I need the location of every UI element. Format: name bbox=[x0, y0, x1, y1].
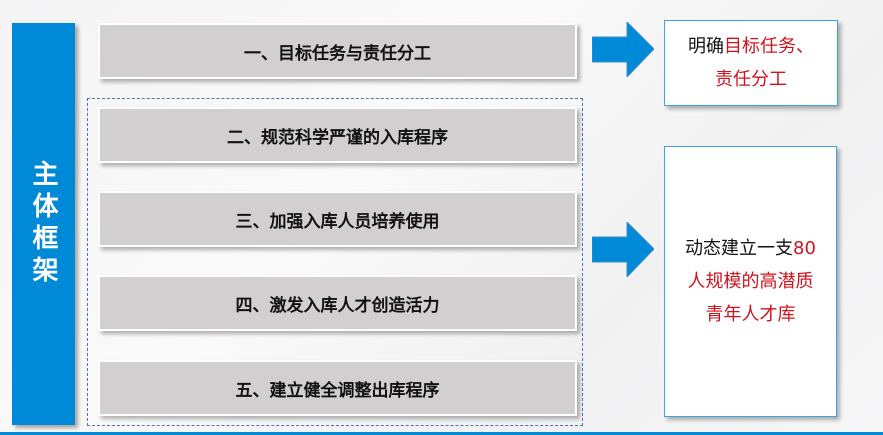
result-highlight: 人规模的高潜质 bbox=[687, 271, 814, 292]
result-highlight: 目标任务、 bbox=[724, 36, 814, 57]
bottom-accent-line bbox=[0, 432, 883, 435]
framework-item-5: 五、建立健全调整出库程序 bbox=[98, 360, 577, 416]
result-text: 动态建立一支 bbox=[685, 238, 794, 259]
framework-item-3: 三、加强入库人员培养使用 bbox=[98, 191, 577, 247]
right-arrow-icon bbox=[592, 22, 654, 77]
result-highlight: 青年人才库 bbox=[705, 304, 796, 325]
result-box-bottom: 动态建立一支80 人规模的高潜质青年人才库 bbox=[664, 146, 837, 417]
result-box-top: 明确目标任务、责任分工 bbox=[664, 20, 838, 106]
framework-item-1: 一、目标任务与责任分工 bbox=[98, 23, 577, 79]
result-highlight: 责任分工 bbox=[715, 69, 787, 90]
main-framework-label: 主体框架 bbox=[12, 23, 75, 425]
dashed-group-border bbox=[87, 98, 583, 426]
framework-item-4: 四、激发入库人才创造活力 bbox=[98, 275, 577, 331]
result-text: 明确 bbox=[688, 36, 724, 57]
framework-item-2: 二、规范科学严谨的入库程序 bbox=[98, 107, 577, 163]
main-framework-text: 主体框架 bbox=[28, 160, 58, 288]
right-arrow-icon bbox=[592, 222, 654, 277]
result-highlight: 80 bbox=[793, 238, 816, 259]
